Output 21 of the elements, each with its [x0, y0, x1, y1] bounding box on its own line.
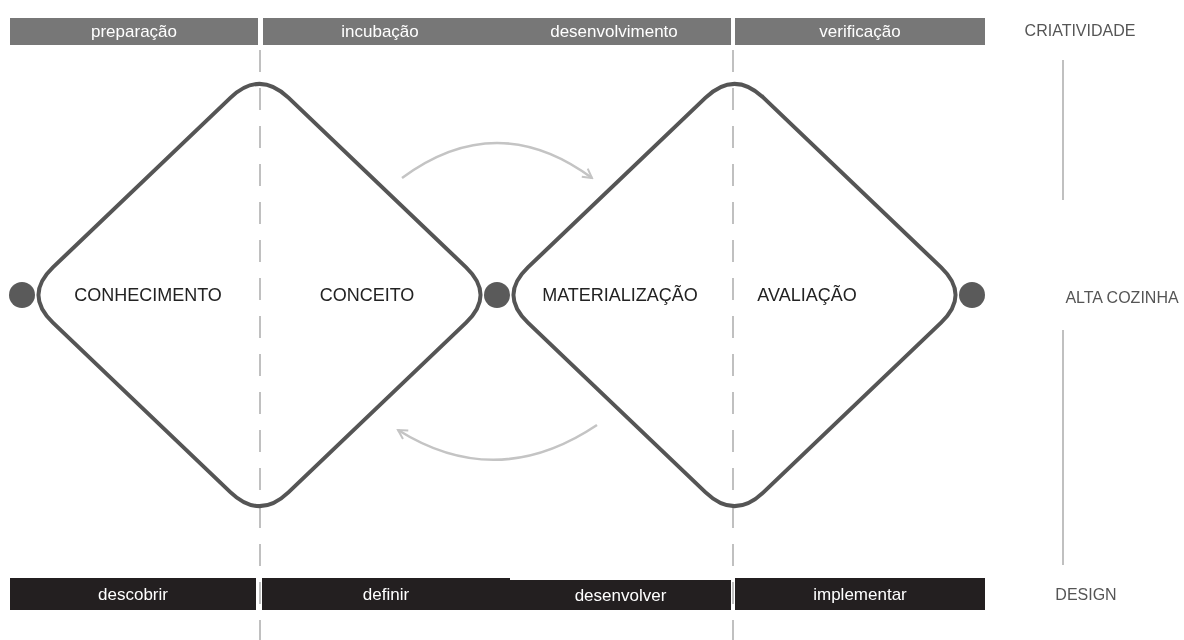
phase-band: definir	[262, 578, 510, 610]
phase-band: incubação	[263, 18, 497, 45]
node-label: definir	[362, 584, 410, 604]
axis-label: CRIATIVIDADE	[1024, 22, 1136, 40]
node-label: desenvolver	[574, 585, 667, 605]
stage-label: CONHECIMENTO	[74, 284, 222, 306]
phase-band: preparação	[10, 18, 258, 45]
node-label: incubação	[341, 22, 419, 41]
axis-label: ALTA COZINHA	[1065, 289, 1179, 307]
phase-band: descobrir	[10, 578, 256, 610]
node-label: desenvolvimento	[550, 22, 678, 41]
phase-band: verificação	[735, 18, 985, 45]
axis-label: DESIGN	[1055, 586, 1117, 604]
stage-label: AVALIAÇÃO	[757, 284, 857, 306]
phase-band: implementar	[735, 578, 985, 610]
stage-label: MATERIALIZAÇÃO	[542, 284, 698, 306]
phase-band: desenvolver	[510, 580, 731, 610]
stage-label: CONCEITO	[319, 284, 415, 306]
phase-band: desenvolvimento	[497, 18, 731, 45]
curved-arrow	[401, 141, 593, 180]
curved-arrow	[397, 423, 598, 461]
